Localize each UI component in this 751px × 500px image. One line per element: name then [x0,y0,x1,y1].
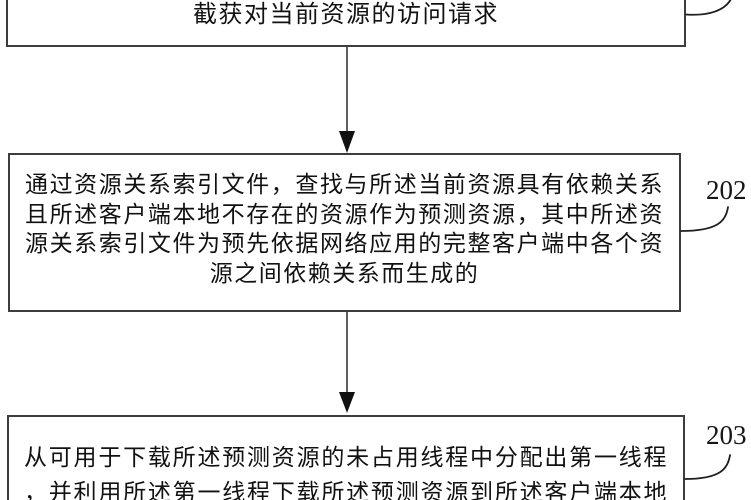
down-arrow-icon-1 [339,47,355,153]
ref-label-202: 202 [706,175,747,205]
ref-label-203: 203 [706,420,747,450]
flow-step-2-text-line3: 源关系索引文件为预先依据网络应用的完整客户端中各个资 [25,231,664,257]
down-arrow-icon-2 [339,312,355,413]
ref-connector-curve-202-icon [680,206,729,232]
flow-step-3-text-line1: 从可用于下载所述预测资源的未占用线程中分配出第一线程 [24,445,668,471]
flow-step-3-text-line2: ，并利用所述第一线程下载所述预测资源到所述客户端本地 [24,480,668,500]
flow-step-2-text-line4: 源之间依赖关系而生成的 [209,260,480,287]
flow-step-2-text-line1: 通过资源关系索引文件，查找与所述当前资源具有依赖关系 [25,172,664,198]
ref-connector-curve-201-icon [685,0,732,16]
ref-connector-curve-203-icon [684,454,731,480]
flow-step-1-text: 截获对当前资源的访问请求 [193,0,499,28]
flow-step-2-box: 通过资源关系索引文件，查找与所述当前资源具有依赖关系 且所述客户端本地不存在的资… [8,153,681,312]
flow-step-2-text-line2: 且所述客户端本地不存在的资源作为预测资源，其中所述资 [25,201,664,228]
flow-step-1-box: 截获对当前资源的访问请求 [6,0,686,47]
flow-step-3-box: 从可用于下载所述预测资源的未占用线程中分配出第一线程 ，并利用所述第一线程下载所… [7,415,685,500]
